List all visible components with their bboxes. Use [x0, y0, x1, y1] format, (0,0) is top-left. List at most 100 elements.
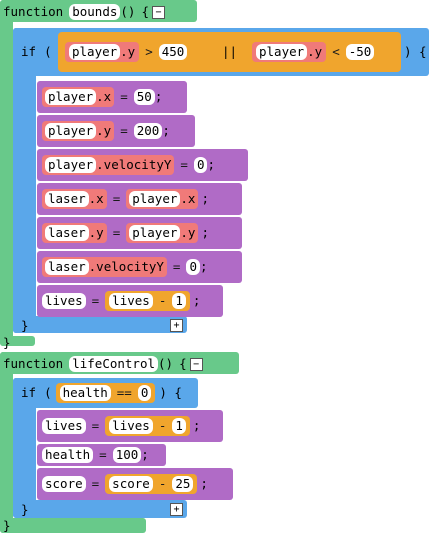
assign-value[interactable]: 50 [133, 89, 155, 105]
function-header-lifecontrol: function lifeControl () { − [3, 354, 203, 374]
function-spine-lifecontrol [0, 352, 13, 533]
statement-content: laser.velocityY = 0 ; [42, 257, 208, 277]
expression-block[interactable]: score-25 [105, 474, 198, 494]
function-spine-bounds [0, 0, 13, 346]
property-block[interactable]: player.y [65, 42, 140, 62]
semicolon: ; [192, 293, 201, 308]
object-name[interactable]: player [69, 44, 121, 60]
expression-value[interactable]: 1 [172, 293, 186, 309]
statement-content: laser.y = player.y ; [42, 223, 209, 243]
function-footer-bounds [0, 336, 35, 346]
semicolon: ; [201, 191, 209, 206]
semicolon: ; [162, 123, 170, 138]
compare-operator: > [145, 44, 153, 59]
object-name[interactable]: player [129, 191, 181, 207]
assign-operator: = [172, 259, 181, 274]
assign-operator: = [112, 191, 121, 206]
minus-icon[interactable]: − [151, 5, 165, 19]
minus-icon[interactable]: − [189, 357, 203, 371]
math-operator: - [158, 418, 167, 433]
expression-block[interactable]: lives-1 [105, 416, 190, 436]
object-name[interactable]: laser [45, 259, 89, 275]
assign-value[interactable]: 0 [186, 259, 200, 275]
if-close-paren-brace: ) { [159, 385, 182, 400]
property-block[interactable]: player.y [42, 121, 115, 141]
property-name: .x [180, 191, 196, 206]
semicolon: ; [200, 476, 208, 491]
compare-value[interactable]: 0 [137, 385, 152, 401]
if-keyword: if [21, 385, 37, 400]
property-name: .velocityY [96, 157, 172, 172]
property-block[interactable]: laser.y [42, 223, 107, 243]
variable-name[interactable]: health [59, 385, 111, 401]
math-operator: - [158, 476, 167, 491]
function-parens: () [120, 4, 136, 19]
if-header-lifecontrol: if ( health==0 ) { [21, 383, 182, 403]
assign-operator: = [180, 157, 188, 172]
object-name[interactable]: player [45, 123, 97, 139]
property-block[interactable]: laser.x [42, 189, 107, 209]
property-name: .x [88, 191, 104, 206]
compare-operator: == [116, 385, 132, 400]
condition-right: player.y < -50 [252, 42, 375, 62]
if-close-brace: } [21, 318, 29, 333]
variable-name[interactable]: health [42, 447, 94, 463]
condition-block-lifecontrol[interactable]: health == 0 [55, 383, 156, 403]
function-name-lifecontrol[interactable]: lifeControl [69, 356, 159, 372]
logic-operator: || [222, 44, 238, 59]
property-block[interactable]: laser.velocityY [42, 257, 167, 277]
object-name[interactable]: player [45, 89, 97, 105]
compare-value[interactable]: -50 [345, 44, 375, 60]
property-block[interactable]: player.velocityY [42, 155, 175, 175]
semicolon: ; [201, 225, 209, 240]
if-footer-lifecontrol [13, 500, 187, 518]
variable-name[interactable]: lives [42, 293, 86, 309]
plus-icon[interactable]: + [170, 503, 183, 516]
property-block[interactable]: player.y [126, 223, 199, 243]
function-keyword: function [3, 4, 64, 19]
statement-content: lives = lives-1 ; [42, 291, 200, 311]
expression-value[interactable]: 25 [172, 476, 194, 492]
assign-value[interactable]: 0 [193, 157, 208, 173]
semicolon: ; [192, 418, 201, 433]
object-name[interactable]: laser [45, 191, 89, 207]
property-name: .velocityY [88, 259, 164, 274]
variable-name[interactable]: score [109, 476, 153, 492]
statement-content: score = score-25 ; [42, 474, 208, 494]
statement-content: player.x = 50 ; [42, 87, 162, 107]
property-name: .y [180, 225, 196, 240]
statement-content: laser.x = player.x ; [42, 189, 209, 209]
assign-value[interactable]: 200 [133, 123, 163, 139]
semicolon: ; [207, 157, 216, 172]
object-name[interactable]: player [129, 225, 181, 241]
function-name-bounds[interactable]: bounds [69, 4, 121, 20]
object-name[interactable]: player [45, 157, 97, 173]
function-close-brace: } [3, 335, 11, 350]
assign-value[interactable]: 100 [112, 447, 142, 463]
property-name: .y [88, 225, 104, 240]
function-open-brace: { [141, 4, 149, 19]
property-block[interactable]: player.x [42, 87, 115, 107]
plus-icon[interactable]: + [170, 319, 183, 332]
math-operator: - [158, 293, 167, 308]
variable-name[interactable]: lives [42, 418, 86, 434]
if-keyword: if [21, 44, 37, 59]
object-name[interactable]: laser [45, 225, 89, 241]
property-block[interactable]: player.y [252, 42, 327, 62]
function-keyword: function [3, 356, 64, 371]
property-name: .y [120, 44, 136, 59]
if-spine-lifecontrol [13, 378, 36, 518]
compare-value[interactable]: 450 [158, 44, 188, 60]
expression-value[interactable]: 1 [172, 418, 186, 434]
variable-name[interactable]: lives [109, 293, 153, 309]
statement-content: player.velocityY = 0 ; [42, 155, 215, 175]
variable-name[interactable]: score [42, 476, 86, 492]
variable-name[interactable]: lives [109, 418, 153, 434]
function-close-brace: } [3, 518, 11, 533]
property-name: .y [307, 44, 323, 59]
property-block[interactable]: player.x [126, 189, 199, 209]
expression-block[interactable]: lives-1 [105, 291, 190, 311]
object-name[interactable]: player [256, 44, 308, 60]
function-open-brace: { [179, 356, 187, 371]
property-name: .x [96, 89, 112, 104]
